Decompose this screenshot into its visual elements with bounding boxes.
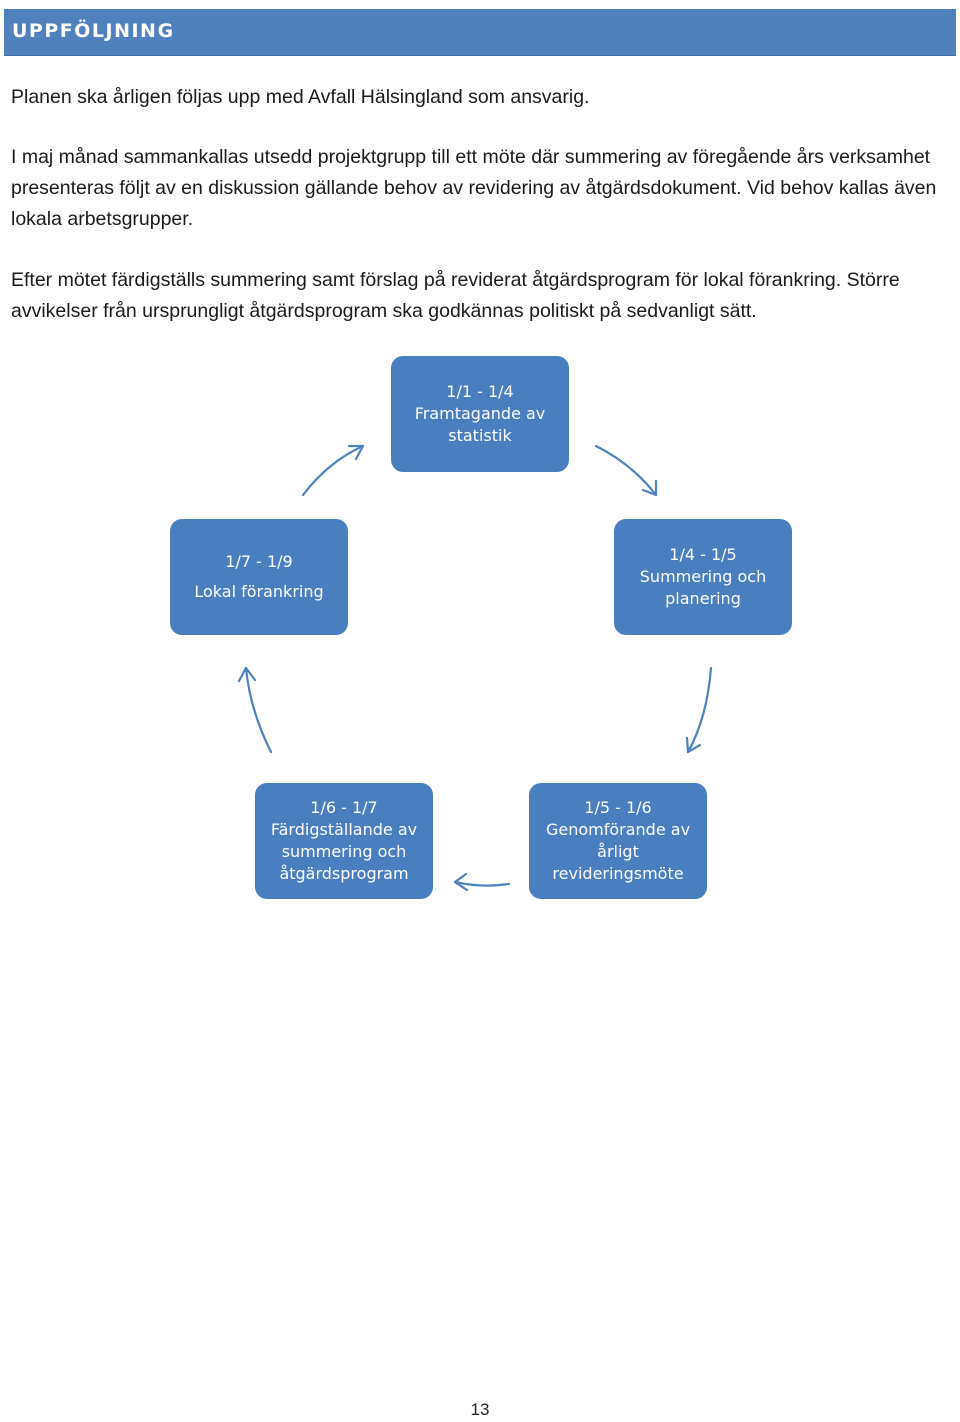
step-label-line: Färdigställande av [270, 820, 418, 839]
section-heading: UPPFÖLJNING [12, 20, 175, 42]
step-period: 1/6 - 1/7 [310, 798, 378, 817]
step-label-line: Summering och [639, 567, 767, 586]
paragraph-3: Efter mötet färdigställs summering samt … [11, 269, 900, 322]
step-label-line: årligt [597, 842, 639, 861]
paragraph-1: Planen ska årligen följas upp med Avfall… [11, 86, 590, 108]
step-label-line: Genomförande av [545, 820, 691, 839]
cycle-step-1: 1/1 - 1/4 Framtagande av statistik [391, 356, 569, 472]
step-period: 1/7 - 1/9 [225, 552, 293, 571]
step-period: 1/4 - 1/5 [669, 545, 737, 564]
cycle-step-5: 1/7 - 1/9 Lokal förankring [170, 519, 348, 635]
arrow-5-to-1 [301, 444, 365, 497]
step-label-line: statistik [448, 426, 512, 445]
step-period: 1/5 - 1/6 [584, 798, 652, 817]
step-period: 1/1 - 1/4 [446, 382, 514, 401]
section-heading-bar: UPPFÖLJNING [4, 9, 956, 56]
arrow-3-to-4 [453, 872, 511, 892]
cycle-step-4: 1/6 - 1/7 Färdigställande av summering o… [255, 783, 433, 899]
step-label-line: revideringsmöte [552, 864, 684, 883]
paragraph-2: I maj månad sammankallas utsedd projektg… [11, 146, 937, 230]
step-label-line: planering [665, 589, 741, 608]
cycle-step-2: 1/4 - 1/5 Summering och planering [614, 519, 792, 635]
arrow-4-to-5 [237, 666, 273, 754]
arrow-2-to-3 [685, 666, 713, 754]
cycle-step-3: 1/5 - 1/6 Genomförande av årligt revider… [529, 783, 707, 899]
step-label-line: Framtagande av [414, 404, 546, 423]
step-label-line: Lokal förankring [194, 582, 324, 601]
step-label-line: åtgärdsprogram [279, 864, 409, 883]
step-label-line: summering och [281, 842, 407, 861]
arrow-1-to-2 [594, 444, 658, 497]
page-number: 13 [470, 1400, 490, 1419]
